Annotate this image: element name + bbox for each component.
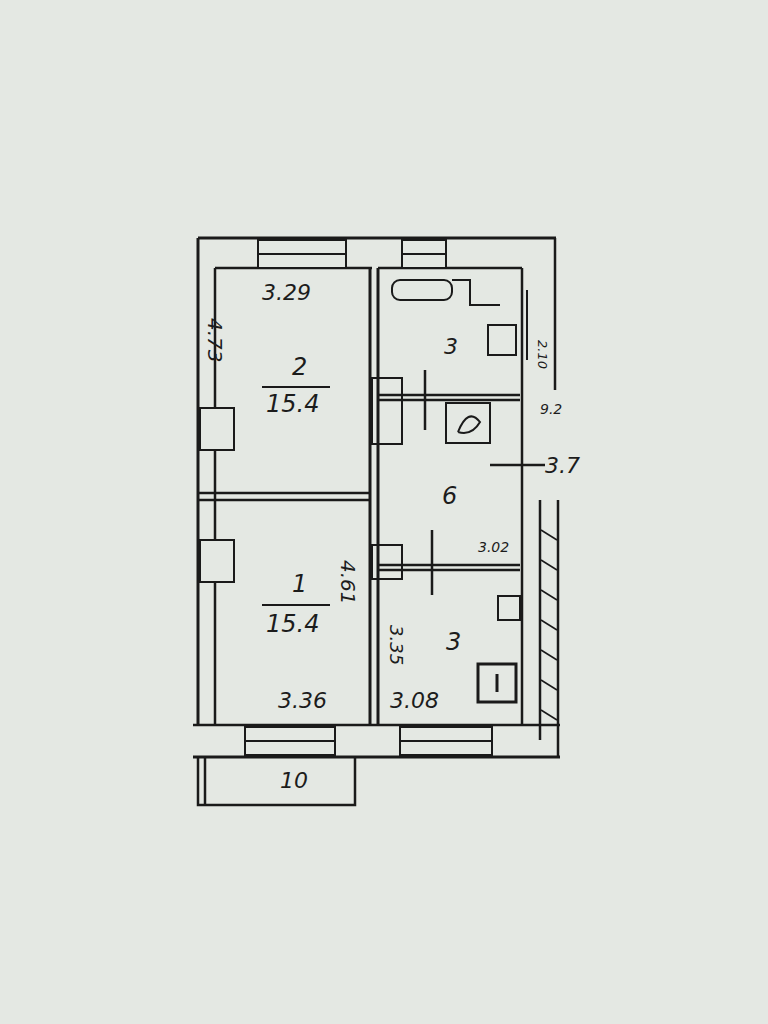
dimension-label: 3 — [444, 336, 458, 358]
dimension-label: 9.2 — [540, 402, 562, 416]
dimension-label: 1 — [292, 572, 307, 596]
hatching — [541, 530, 557, 720]
dimension-label: 3.08 — [390, 690, 439, 712]
dimension-label: 2 — [292, 355, 307, 379]
walls — [193, 238, 560, 805]
windows — [200, 240, 492, 755]
dimension-label: 3 — [446, 630, 461, 654]
dimension-label: 6 — [442, 484, 457, 508]
dimension-label: 4.61 — [338, 560, 358, 605]
dimension-label: 3.02 — [478, 540, 509, 554]
dimension-label: 3.29 — [262, 282, 311, 304]
fraction-lines — [262, 387, 330, 605]
fixtures — [372, 280, 527, 702]
dimension-label: 15.4 — [266, 392, 319, 416]
dimension-label: 3.35 — [387, 625, 405, 665]
dimension-label: 4.73 — [205, 318, 225, 363]
dimension-label: 3.36 — [278, 690, 327, 712]
dimension-label: 15.4 — [266, 612, 319, 636]
dimension-label: 2.10 — [536, 340, 549, 369]
dimension-label: 10 — [280, 770, 308, 792]
dimension-label: 3.7 — [545, 455, 580, 477]
